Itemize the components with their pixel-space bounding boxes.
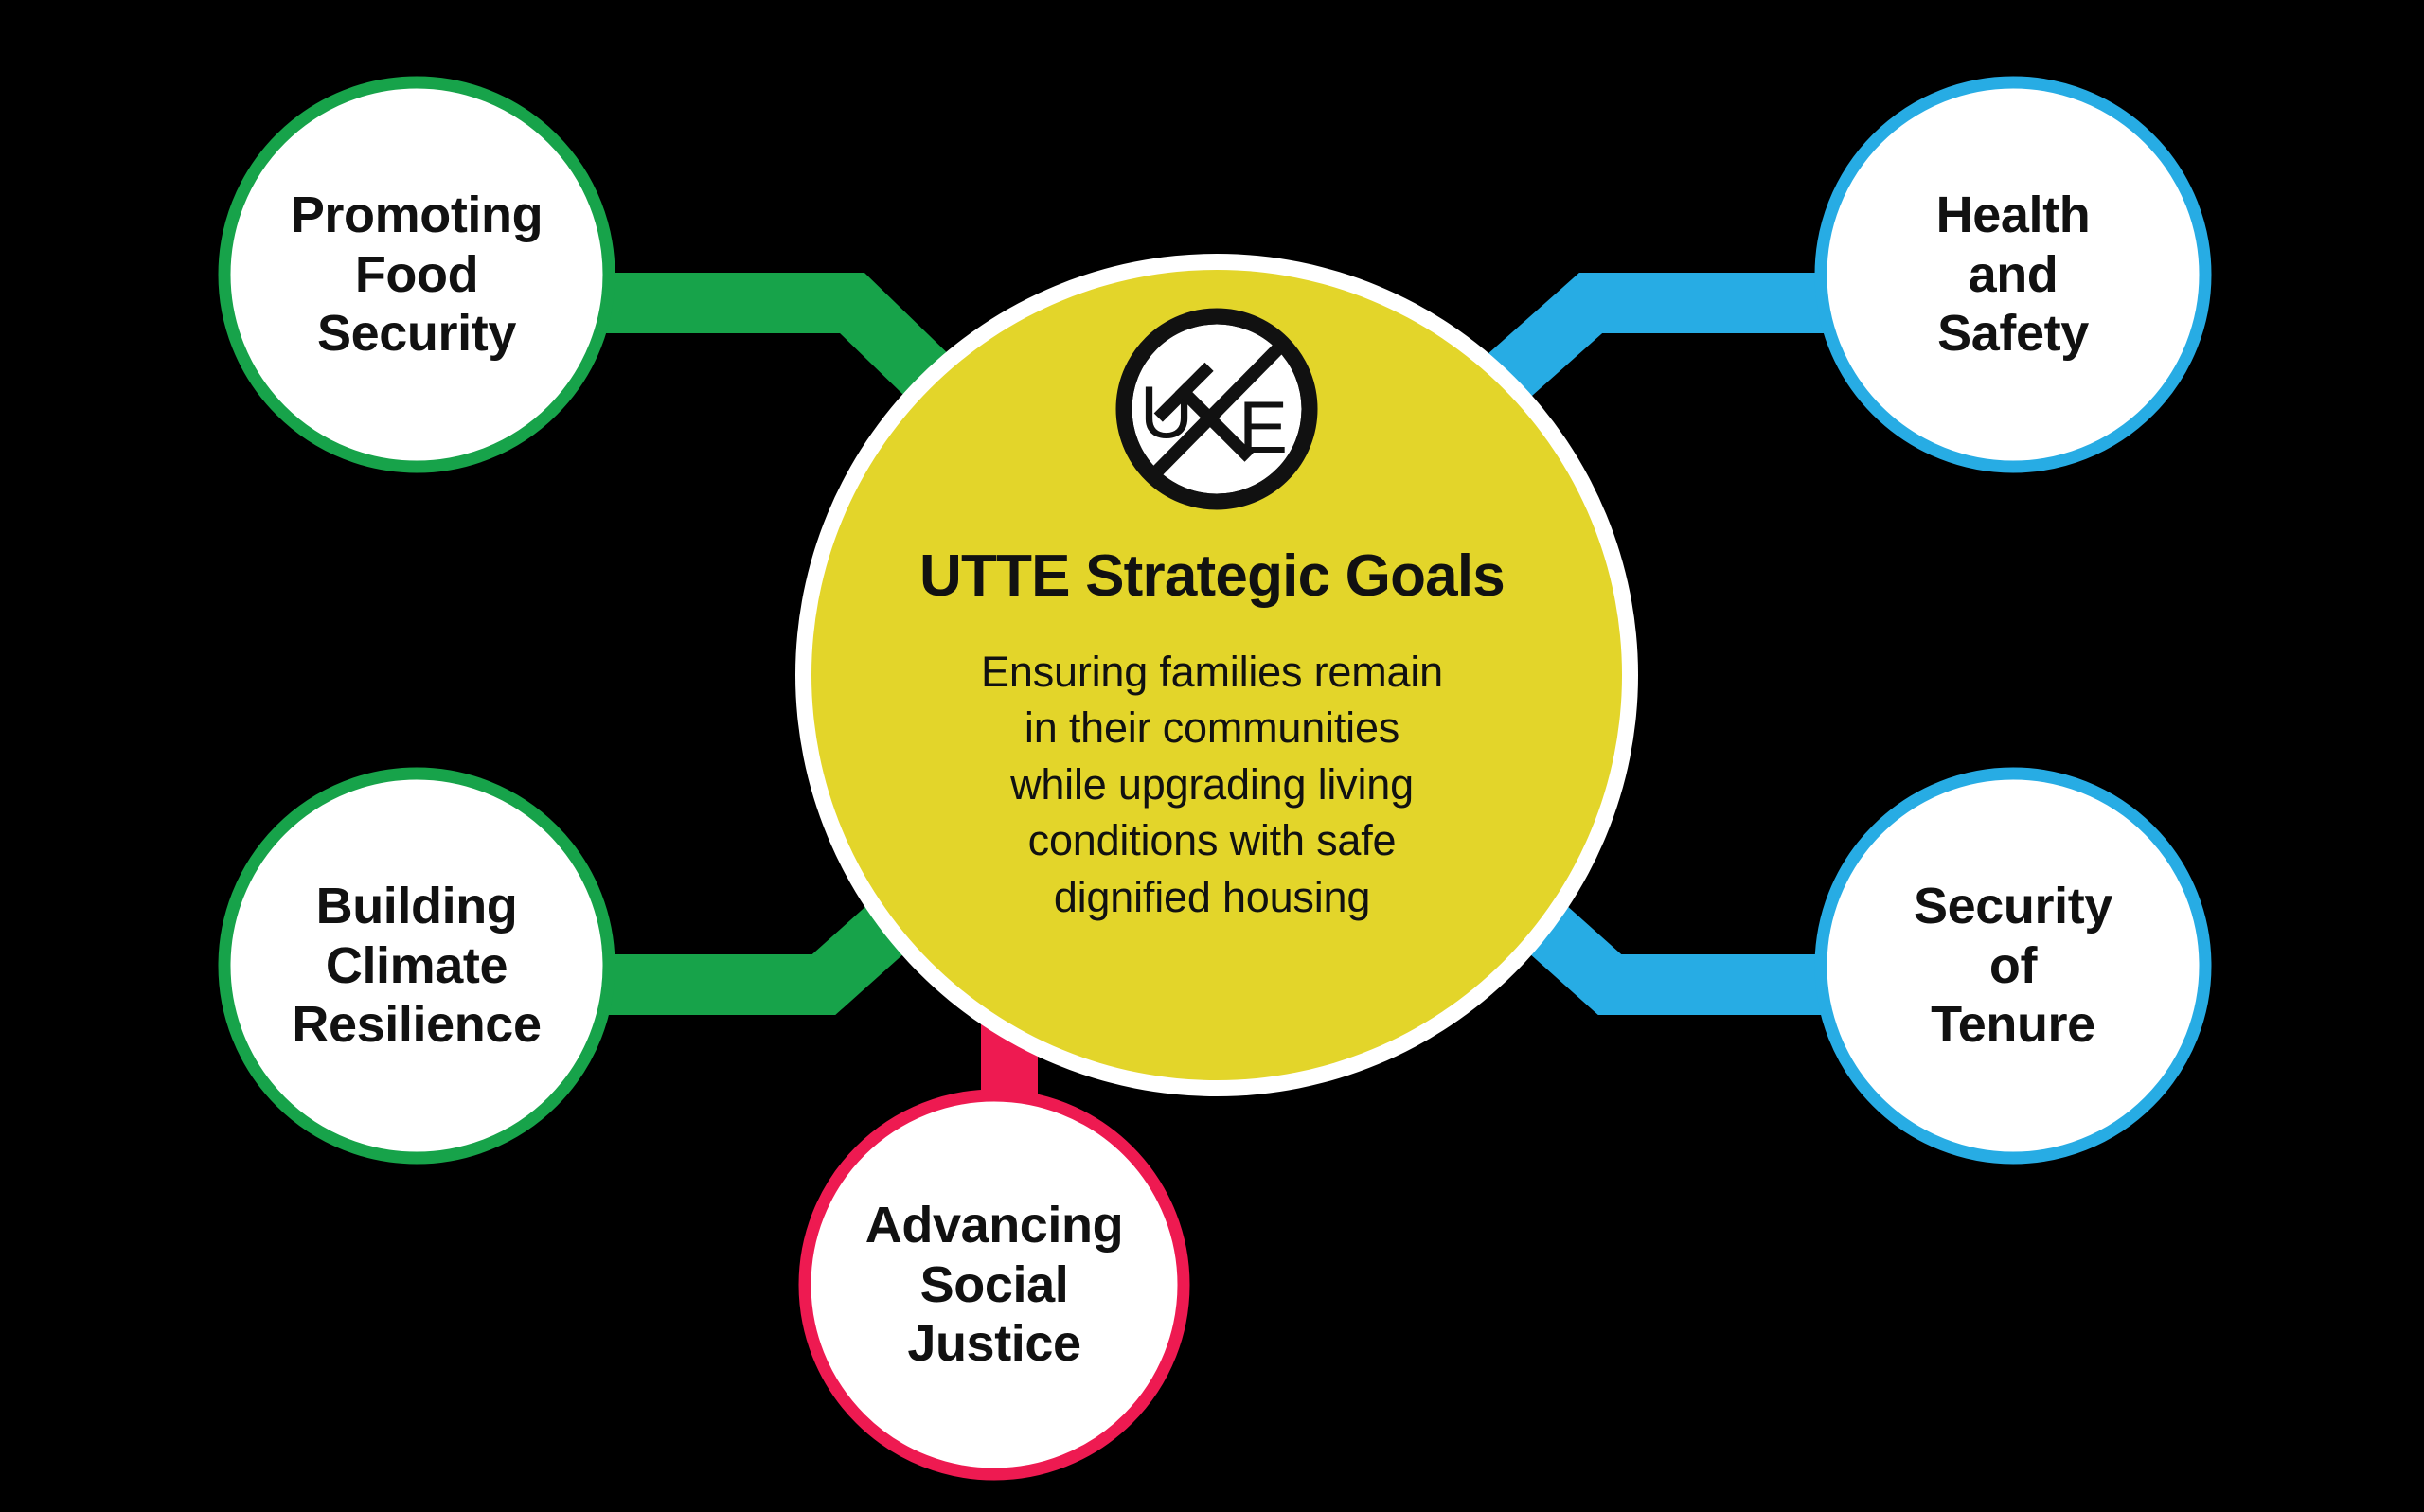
utte-logo: U E (1107, 299, 1327, 519)
node-circle-climate-resilience[interactable] (218, 767, 615, 1165)
node-advancing-social-justice[interactable] (798, 1089, 1190, 1481)
center-hub-node[interactable] (795, 254, 1638, 1096)
node-circle-social-justice[interactable] (798, 1089, 1190, 1481)
center-subtitle-line: dignified housing (1053, 872, 1371, 921)
node-health-and-safety[interactable] (1814, 76, 2212, 473)
center-hub-circle (811, 270, 1622, 1080)
utte-logo-letter-e: E (1239, 385, 1288, 469)
satellite-nodes-layer (218, 76, 2212, 1481)
center-hub-title: UTTE Strategic Goals (919, 543, 1506, 609)
node-circle-health-safety[interactable] (1814, 76, 2212, 473)
center-subtitle-line: while upgrading living (1010, 759, 1414, 809)
utte-logo-slash (1146, 338, 1289, 483)
center-subtitle-line: in their communities (1024, 703, 1400, 753)
node-building-climate-resilience[interactable] (218, 767, 615, 1165)
utte-logo-outline (1115, 308, 1318, 510)
node-security-of-tenure[interactable] (1814, 767, 2212, 1165)
node-circle-food-security[interactable] (218, 76, 615, 473)
node-promoting-food-security[interactable] (218, 76, 615, 473)
center-subtitle-line: Ensuring families remain (981, 648, 1443, 696)
center-subtitle-line: conditions with safe (1027, 816, 1397, 865)
center-hub-subtitle: Ensuring families remain in their commun… (833, 644, 1591, 925)
node-circle-security-tenure[interactable] (1814, 767, 2212, 1165)
